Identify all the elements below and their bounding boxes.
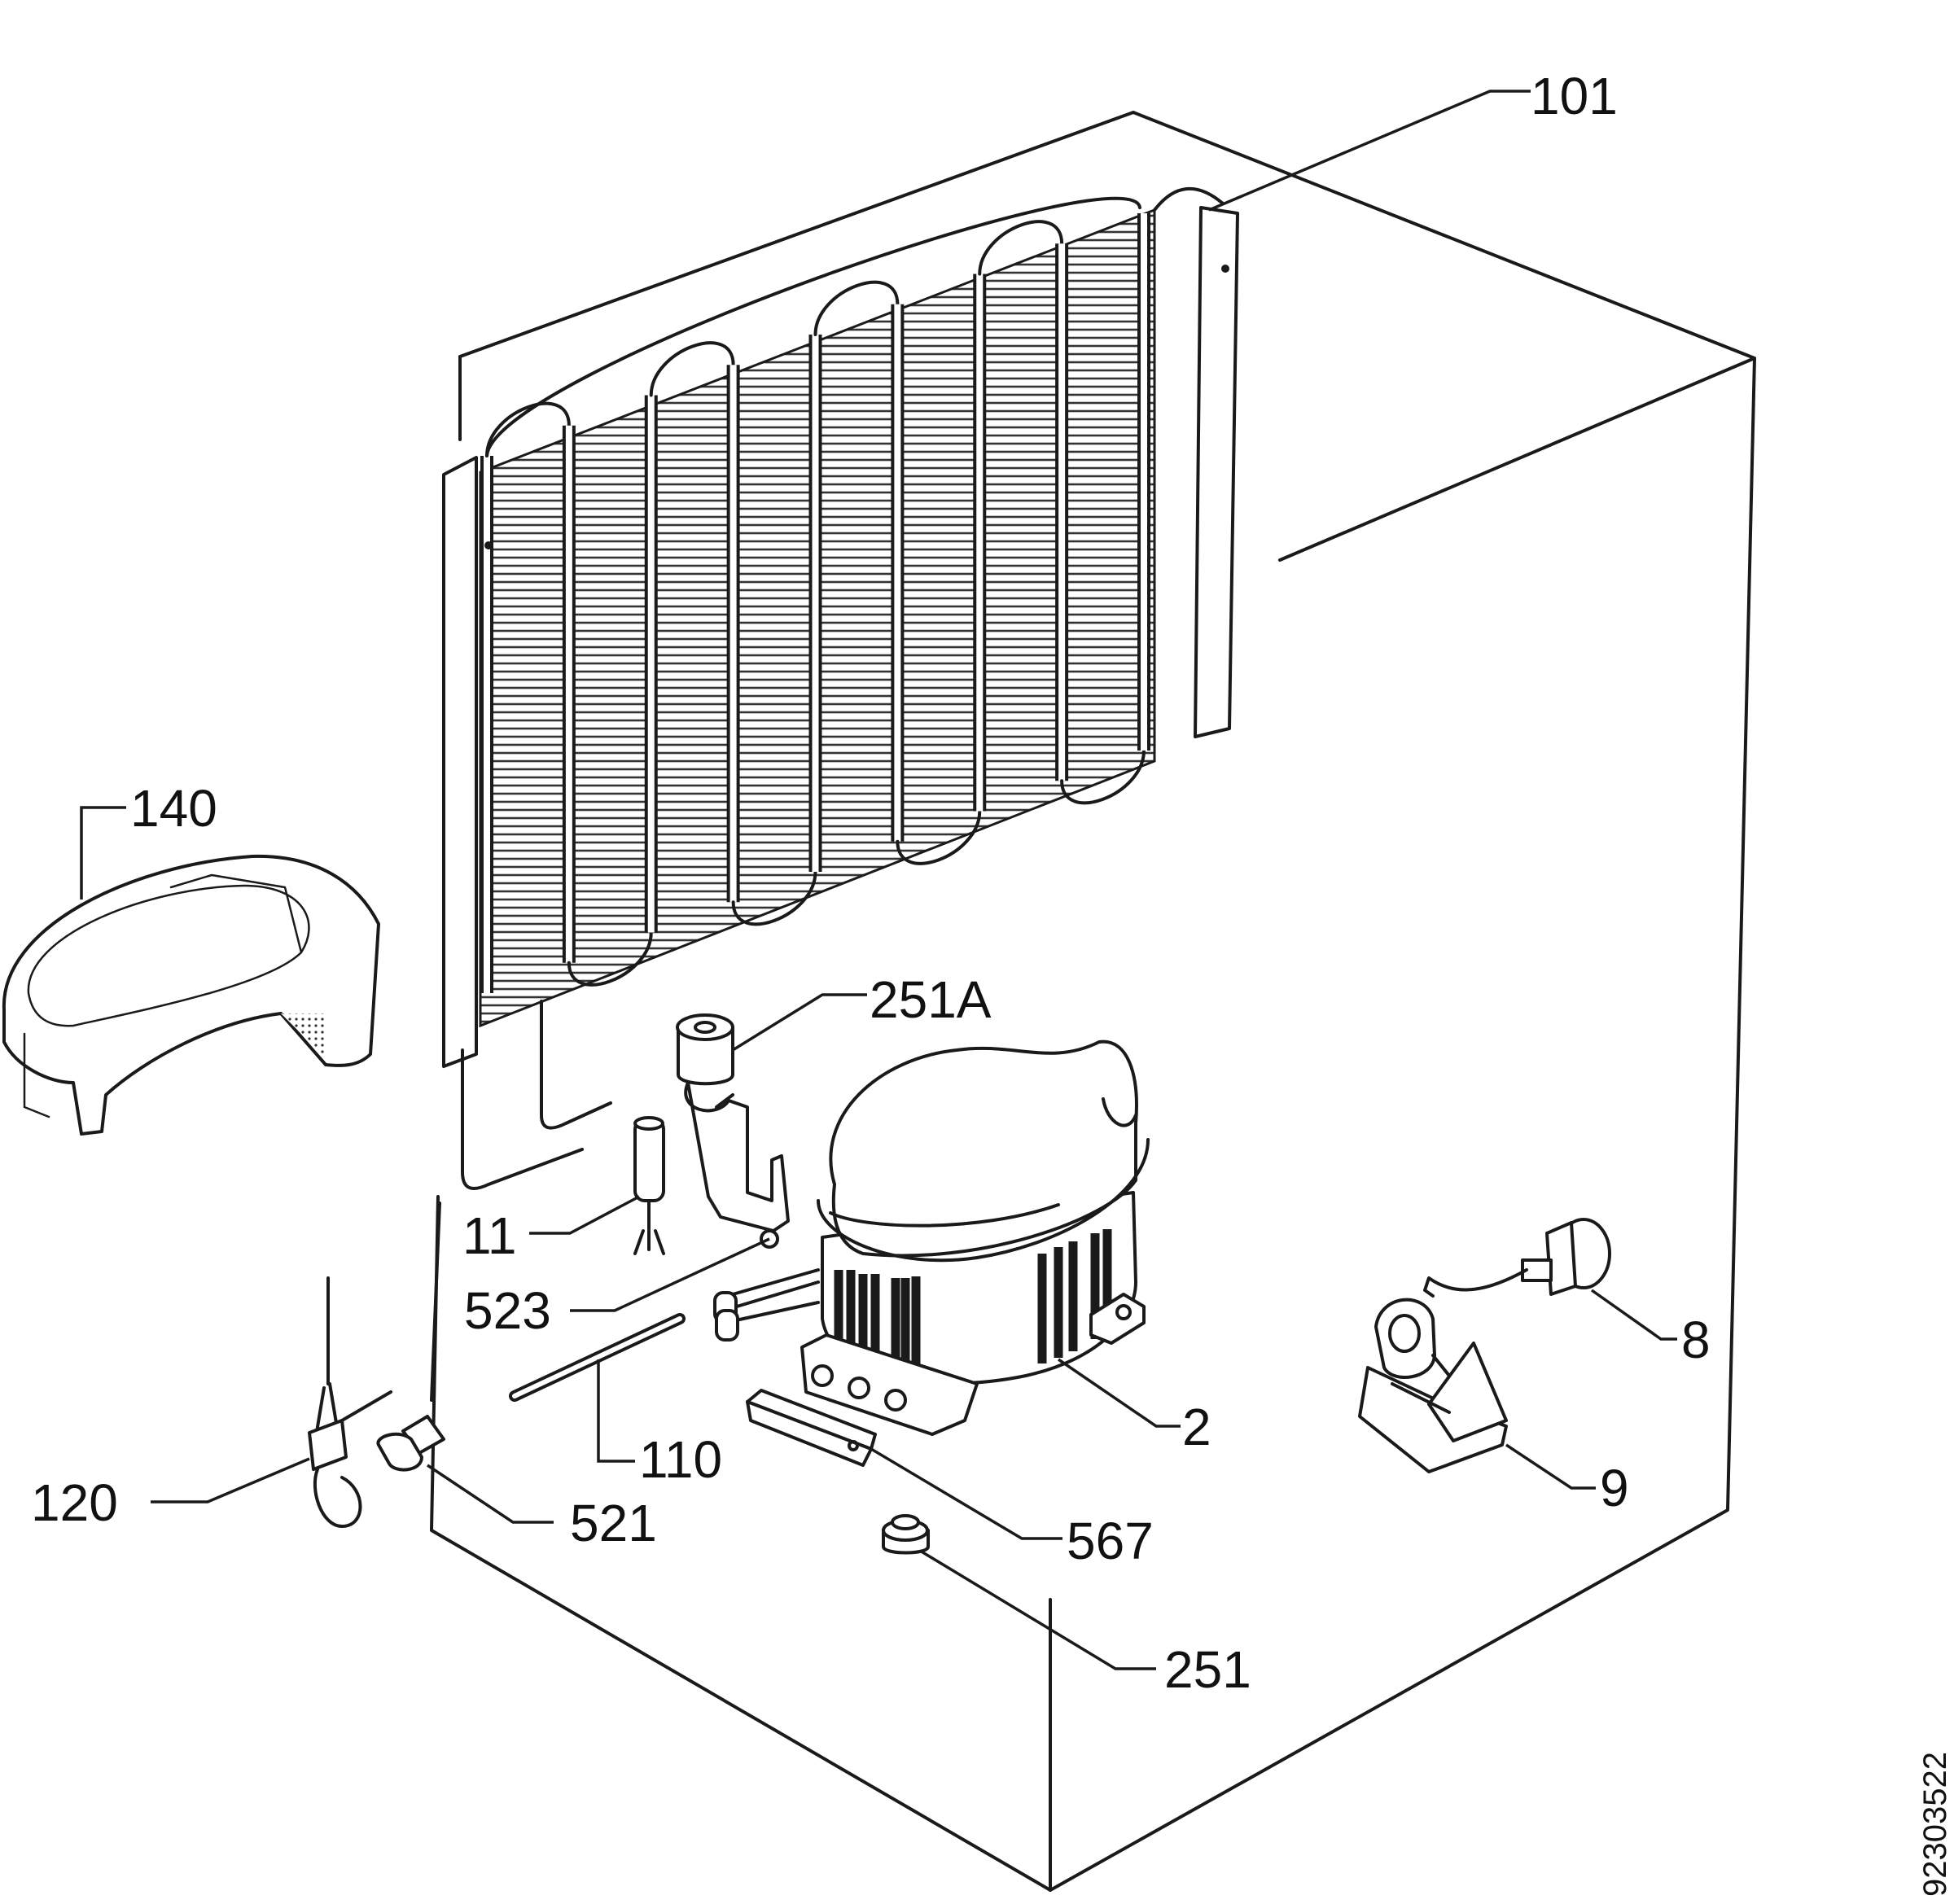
label-521: 521 [570,1494,657,1552]
label-251a: 251A [870,970,992,1029]
document-number: 92303522 [1917,1752,1953,1897]
label-251: 251 [1164,1640,1251,1699]
mounting-plate [746,1389,877,1467]
condenser-tube-bend [813,280,900,336]
part-labels: 101 140 251A 11 523 8 2 110 9 120 521 56… [31,67,1711,1699]
tube-110 [509,1313,686,1402]
condenser-tube-bend [1060,749,1146,805]
mounting-bracket [684,1081,790,1249]
leader-101 [1208,90,1531,212]
condenser-tube-bend [731,870,817,926]
leader-567 [870,1447,1062,1540]
label-523: 523 [464,1281,551,1340]
leader-9 [1505,1443,1596,1490]
grommet-251a [676,1013,734,1086]
condenser-tube-bend [978,220,1064,276]
label-120: 120 [31,1473,118,1532]
leader-110 [597,1359,635,1463]
leader-140 [80,806,126,899]
label-2: 2 [1182,1398,1211,1456]
water-tray [2,854,380,1136]
condenser-tube-bend [649,341,735,397]
label-567: 567 [1067,1512,1154,1570]
cabinet-outline [430,111,1756,1892]
leader-523 [570,1237,770,1312]
leader-521 [427,1464,554,1524]
rubber-grommet [882,1514,930,1555]
leader-8 [1590,1289,1677,1341]
label-110: 110 [639,1430,722,1489]
starter-relay [1358,1298,1508,1473]
label-8: 8 [1681,1311,1711,1369]
leader-251a [732,993,867,1052]
thermal-protector [1423,1218,1611,1298]
condenser-tube-bend [896,809,982,865]
plug-521 [376,1415,445,1472]
leader-251 [919,1549,1156,1670]
label-140: 140 [130,779,217,838]
condenser-tube-bend [567,930,653,987]
condenser-tube-bend [485,401,571,457]
label-101: 101 [1531,67,1618,125]
leader-11 [529,1195,640,1235]
service-valve [308,1276,392,1528]
label-9: 9 [1600,1459,1629,1517]
compressor [713,1040,1150,1436]
condenser [442,186,1239,1190]
leader-120 [151,1457,310,1504]
label-11: 11 [462,1206,516,1265]
leader-2 [1058,1358,1181,1428]
dryer-filter [633,1116,665,1255]
leader-lines [80,90,1677,1670]
